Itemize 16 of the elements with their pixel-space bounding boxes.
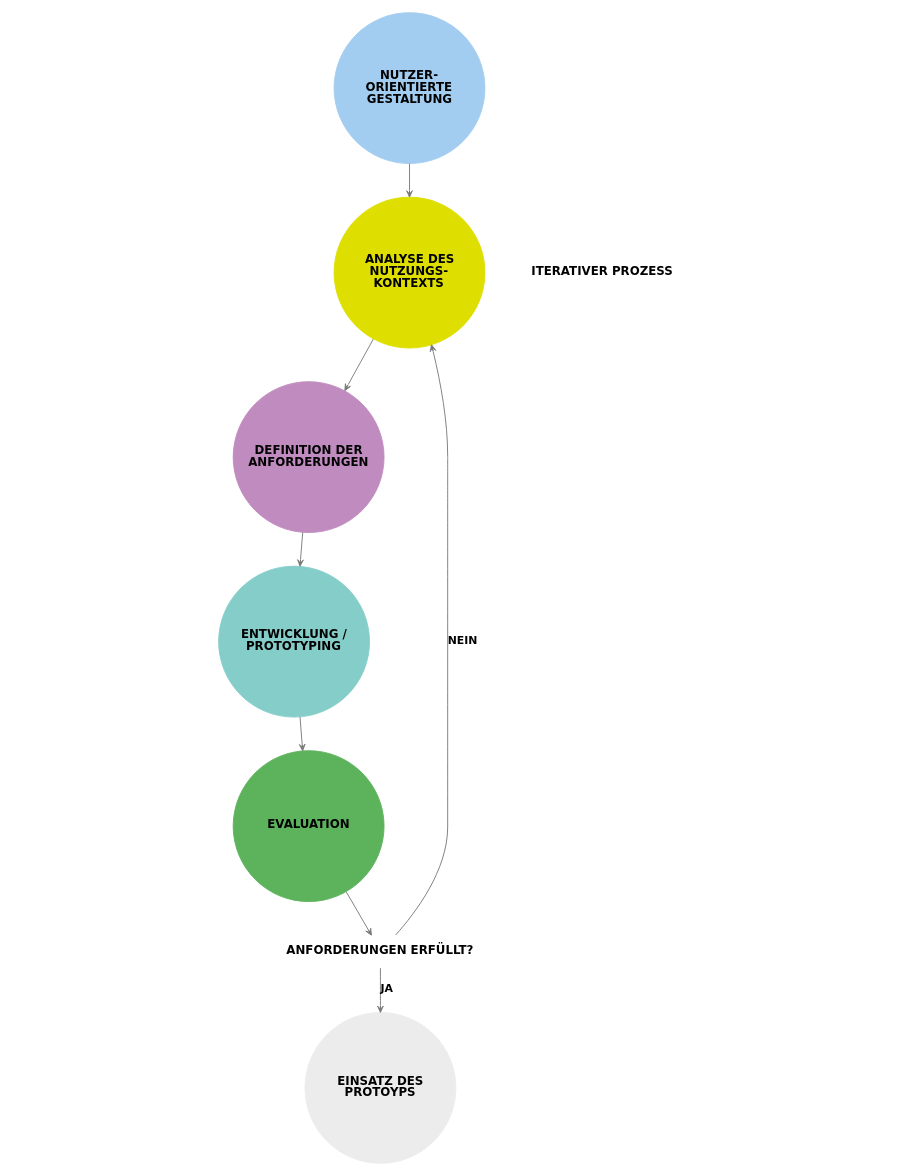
node-circle: NUTZER- ORIENTIERTE GESTALTUNG (333, 12, 486, 164)
arrow (297, 531, 304, 567)
arrow (345, 891, 372, 936)
arrow (406, 163, 413, 198)
node-circle: EINSATZ DES PROTOYPS (304, 1012, 457, 1164)
edge-label: JA (380, 982, 393, 996)
arrow (377, 967, 384, 1013)
arrow (395, 344, 449, 936)
label: ITERATIVER PROZESS (531, 263, 673, 278)
node-circle: EVALUATION (232, 750, 385, 903)
arrow (298, 716, 306, 752)
node-circle: ANALYSE DES NUTZUNGS- KONTEXTS (333, 196, 486, 349)
arrow (344, 338, 374, 392)
node-circle: ENTWICKLUNG / PROTOTYPING (218, 565, 370, 718)
edge-label: NEIN (447, 633, 478, 647)
node-text: ANFORDERUNGEN ERFÜLLT? (286, 942, 474, 957)
